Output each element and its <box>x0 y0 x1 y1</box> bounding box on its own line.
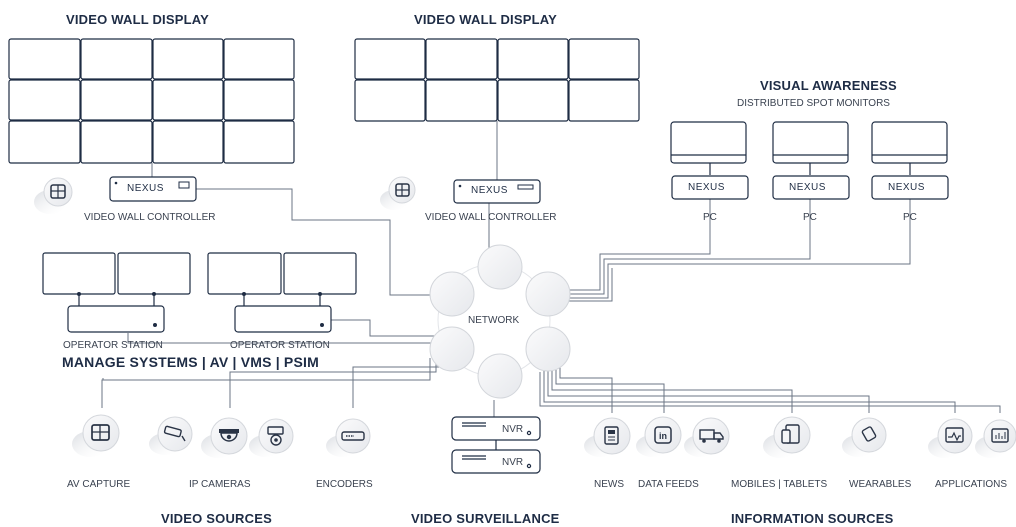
label-news: NEWS <box>594 479 624 490</box>
news-icon <box>584 417 631 457</box>
label-pc: PC <box>803 212 817 223</box>
svg-text:in: in <box>659 431 667 441</box>
cctv-camera-icon <box>149 416 193 455</box>
label-pc: PC <box>903 212 917 223</box>
source-icons: in <box>72 414 1016 458</box>
heading-video-sources: VIDEO SOURCES <box>161 511 272 526</box>
nexus-logo: NEXUS <box>471 185 508 196</box>
nvr-units <box>451 416 541 474</box>
nexus-logo: NEXUS <box>789 182 826 193</box>
network-ring <box>429 244 571 399</box>
spot-monitors <box>670 121 949 200</box>
label-pc: PC <box>703 212 717 223</box>
linkedin-icon: in <box>636 416 682 457</box>
video-wall-controller-left <box>109 176 197 202</box>
video-wall-controller-middle <box>453 179 541 204</box>
operator-stations <box>42 252 357 333</box>
heading-manage-systems: MANAGE SYSTEMS | AV | VMS | PSIM <box>62 354 319 370</box>
touch-grid-icon <box>72 414 120 457</box>
touch-grid-icon <box>380 176 416 210</box>
nexus-logo: NEXUS <box>688 182 725 193</box>
label-operator-station: OPERATOR STATION <box>230 340 330 351</box>
label-video-wall-controller-middle: VIDEO WALL CONTROLLER <box>425 212 557 223</box>
app-window-icon <box>928 418 973 458</box>
ptz-camera-icon <box>249 418 294 457</box>
video-wall-left <box>8 38 295 164</box>
label-ip-cameras: IP CAMERAS <box>189 479 251 490</box>
label-data-feeds: DATA FEEDS <box>638 479 699 490</box>
label-av-capture: AV CAPTURE <box>67 479 131 490</box>
mobile-tablet-icon <box>763 416 811 458</box>
chart-app-icon <box>975 419 1016 458</box>
encoder-icon <box>326 418 371 457</box>
heading-information-sources: INFORMATION SOURCES <box>731 511 894 526</box>
label-applications: APPLICATIONS <box>935 479 1008 490</box>
label-operator-station: OPERATOR STATION <box>63 340 163 351</box>
video-wall-middle <box>354 38 640 122</box>
subheading-spot-monitors: DISTRIBUTED SPOT MONITORS <box>737 98 890 109</box>
label-nvr: NVR <box>502 457 524 468</box>
label-mobiles-tablets: MOBILES | TABLETS <box>731 479 828 490</box>
heading-visual-awareness: VISUAL AWARENESS <box>760 78 897 93</box>
label-video-wall-controller-left: VIDEO WALL CONTROLLER <box>84 212 216 223</box>
label-wearables: WEARABLES <box>849 479 912 490</box>
wearable-icon <box>842 417 887 457</box>
connection-lines <box>101 121 1001 417</box>
touch-grid-icon <box>34 177 73 214</box>
label-nvr: NVR <box>502 424 524 435</box>
truck-icon <box>684 417 730 457</box>
dome-camera-icon <box>201 417 248 458</box>
nexus-logo: NEXUS <box>127 183 164 194</box>
label-network: NETWORK <box>468 315 520 326</box>
heading-video-surveillance: VIDEO SURVEILLANCE <box>411 511 560 526</box>
heading-video-wall-middle: VIDEO WALL DISPLAY <box>414 12 558 27</box>
heading-video-wall-left: VIDEO WALL DISPLAY <box>66 12 210 27</box>
nexus-logo: NEXUS <box>888 182 925 193</box>
label-encoders: ENCODERS <box>316 479 373 490</box>
network-node <box>429 244 571 399</box>
